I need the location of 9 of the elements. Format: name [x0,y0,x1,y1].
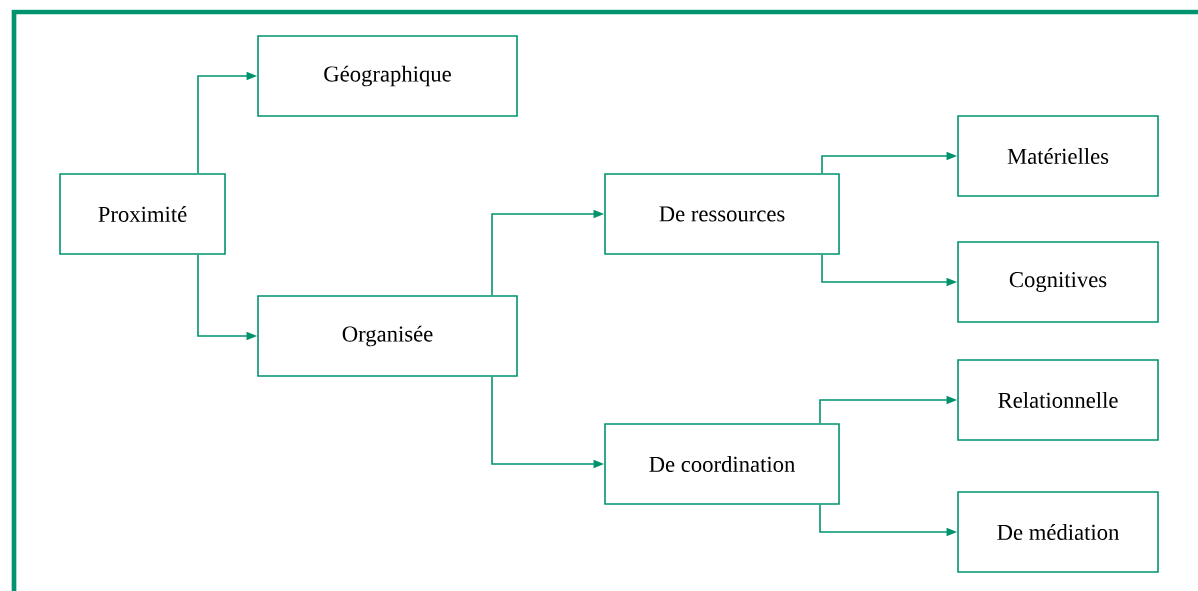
category-box: De coordination [604,423,840,505]
category-box: Relationnelle [957,359,1159,441]
category-box: Géographique [257,35,518,117]
category-box: Matérielles [957,115,1159,197]
category-box: De ressources [604,173,840,255]
category-box: Organisée [257,295,518,377]
category-box: De médiation [957,491,1159,573]
category-box: Cognitives [957,241,1159,323]
category-box: Proximité [59,173,226,255]
